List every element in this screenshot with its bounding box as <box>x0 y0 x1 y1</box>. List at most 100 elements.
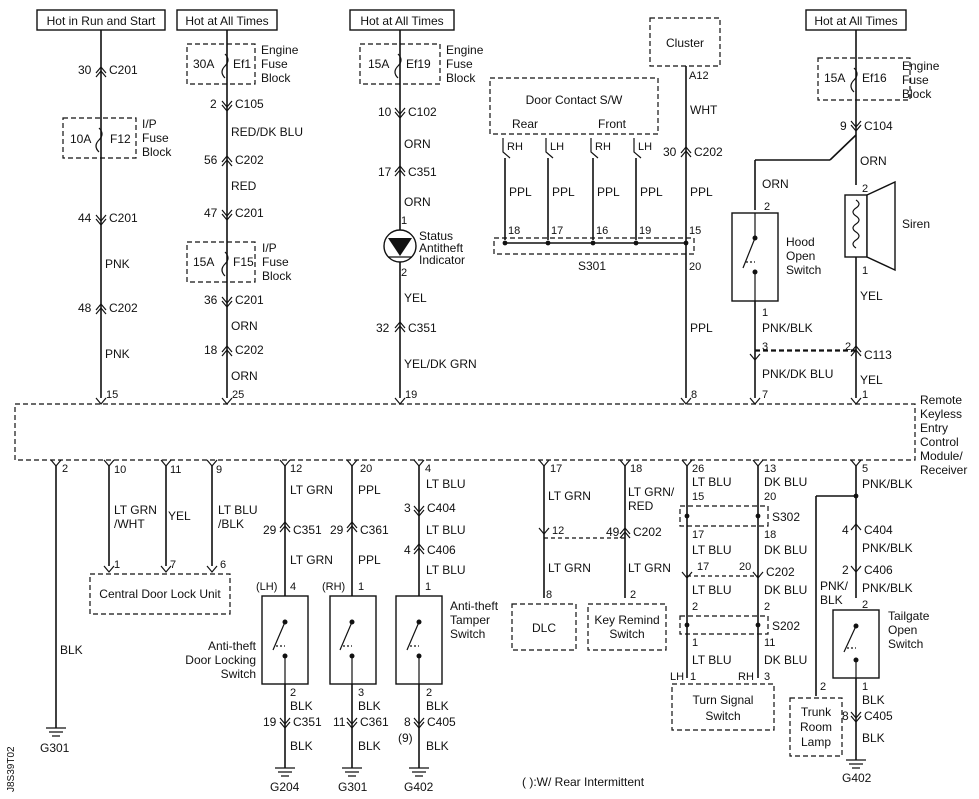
svg-text:Hood: Hood <box>786 235 815 249</box>
svg-text:BLK: BLK <box>426 699 449 713</box>
svg-text:Switch: Switch <box>450 627 485 641</box>
svg-text:LT BLU: LT BLU <box>426 477 466 491</box>
svg-text:PNK/BLK: PNK/BLK <box>762 321 813 335</box>
svg-text:Module/: Module/ <box>920 449 963 463</box>
svg-text:PNK/BLK: PNK/BLK <box>862 541 913 555</box>
svg-text:1: 1 <box>692 637 698 649</box>
svg-text:YEL: YEL <box>860 373 883 387</box>
svg-text:Hot at All Times: Hot at All Times <box>360 14 443 28</box>
source-run-start: Hot in Run and Start <box>36 9 166 31</box>
svg-text:S202: S202 <box>772 619 800 633</box>
svg-text:9: 9 <box>216 464 222 476</box>
svg-text:G301: G301 <box>338 780 368 794</box>
svg-text:C202: C202 <box>235 153 264 167</box>
svg-text:F15: F15 <box>233 255 254 269</box>
svg-text:18: 18 <box>204 343 218 357</box>
svg-text:Door Locking: Door Locking <box>185 653 256 667</box>
svg-text:47: 47 <box>204 206 218 220</box>
svg-text:17: 17 <box>692 529 704 541</box>
svg-text:C406: C406 <box>864 563 893 577</box>
svg-text:PPL: PPL <box>552 185 575 199</box>
svg-text:44: 44 <box>78 211 92 225</box>
svg-text:C406: C406 <box>427 543 456 557</box>
svg-text:Hot in Run and Start: Hot in Run and Start <box>47 14 156 28</box>
svg-text:56: 56 <box>204 153 218 167</box>
svg-text:WHT: WHT <box>690 103 718 117</box>
svg-text:2: 2 <box>862 183 868 195</box>
svg-text:RH: RH <box>595 141 611 153</box>
svg-text:YEL: YEL <box>168 509 191 523</box>
svg-text:20: 20 <box>360 463 372 475</box>
svg-text:DK BLU: DK BLU <box>764 543 807 557</box>
svg-text:LT BLU: LT BLU <box>692 583 732 597</box>
svg-text:12: 12 <box>290 463 302 475</box>
svg-text:1: 1 <box>114 559 120 571</box>
svg-text:4: 4 <box>425 463 431 475</box>
svg-text:RED/DK BLU: RED/DK BLU <box>231 125 303 139</box>
svg-text:ORN: ORN <box>231 369 258 383</box>
svg-text:Remote: Remote <box>920 393 962 407</box>
svg-text:(LH): (LH) <box>256 581 277 593</box>
svg-text:LT BLU: LT BLU <box>426 563 466 577</box>
svg-text:/WHT: /WHT <box>114 517 145 531</box>
svg-text:2: 2 <box>62 463 68 475</box>
svg-text:PNK: PNK <box>105 257 130 271</box>
source-hot-all-times-2: Hot at All Times <box>349 9 455 31</box>
svg-text:Door Contact S/W: Door Contact S/W <box>526 93 623 107</box>
svg-text:G402: G402 <box>842 771 872 785</box>
svg-text:Hot at All Times: Hot at All Times <box>185 14 268 28</box>
svg-text:C201: C201 <box>235 206 264 220</box>
svg-text:26: 26 <box>692 463 704 475</box>
svg-text:1: 1 <box>862 265 868 277</box>
svg-text:Lamp: Lamp <box>801 735 831 749</box>
footnote: ( ):W/ Rear Intermittent <box>522 775 645 789</box>
svg-text:C105: C105 <box>235 97 264 111</box>
svg-text:2: 2 <box>210 97 217 111</box>
svg-text:3: 3 <box>358 687 364 699</box>
svg-text:PPL: PPL <box>640 185 663 199</box>
svg-text:Ef19: Ef19 <box>406 57 431 71</box>
svg-text:32: 32 <box>376 321 390 335</box>
svg-text:3: 3 <box>764 671 770 683</box>
svg-text:Fuse: Fuse <box>262 255 289 269</box>
svg-text:BLK: BLK <box>290 739 313 753</box>
status-indicator-led <box>383 229 417 263</box>
svg-text:BLK: BLK <box>426 739 449 753</box>
svg-text:17: 17 <box>550 463 562 475</box>
svg-text:2: 2 <box>820 681 826 693</box>
svg-text:C104: C104 <box>864 119 893 133</box>
svg-text:ORN: ORN <box>762 177 789 191</box>
siren-circuit: 15A Ef16 Engine Fuse Block 9 C104 ORN OR… <box>754 30 940 398</box>
svg-text:8: 8 <box>546 589 552 601</box>
svg-text:1: 1 <box>762 307 768 319</box>
svg-text:5: 5 <box>862 463 868 475</box>
svg-text:BLK: BLK <box>358 699 381 713</box>
svg-text:C201: C201 <box>109 211 138 225</box>
svg-text:LT GRN: LT GRN <box>548 561 591 575</box>
svg-text:1: 1 <box>401 215 407 227</box>
svg-text:LT BLU: LT BLU <box>218 503 258 517</box>
svg-text:7: 7 <box>170 559 176 571</box>
svg-text:Cluster: Cluster <box>666 36 704 50</box>
svg-text:20: 20 <box>764 491 776 503</box>
svg-text:2: 2 <box>862 599 868 611</box>
svg-text:/BLK: /BLK <box>218 517 244 531</box>
svg-text:19: 19 <box>405 389 417 401</box>
svg-text:15: 15 <box>692 491 704 503</box>
svg-text:Central Door Lock Unit: Central Door Lock Unit <box>99 587 221 601</box>
svg-text:C351: C351 <box>293 523 322 537</box>
svg-text:RH: RH <box>507 141 523 153</box>
svg-text:Anti-theft: Anti-theft <box>208 639 257 653</box>
svg-text:4: 4 <box>404 543 411 557</box>
svg-text:ORN: ORN <box>860 154 887 168</box>
svg-text:1: 1 <box>862 681 868 693</box>
svg-text:DK BLU: DK BLU <box>764 653 807 667</box>
svg-text:Rear: Rear <box>512 117 538 131</box>
svg-text:29: 29 <box>330 523 344 537</box>
svg-text:C202: C202 <box>694 145 723 159</box>
svg-text:15A: 15A <box>824 71 845 85</box>
svg-text:I/P: I/P <box>142 117 157 131</box>
svg-text:Engine: Engine <box>446 43 484 57</box>
svg-text:16: 16 <box>596 225 608 237</box>
svg-text:LT BLU: LT BLU <box>692 653 732 667</box>
